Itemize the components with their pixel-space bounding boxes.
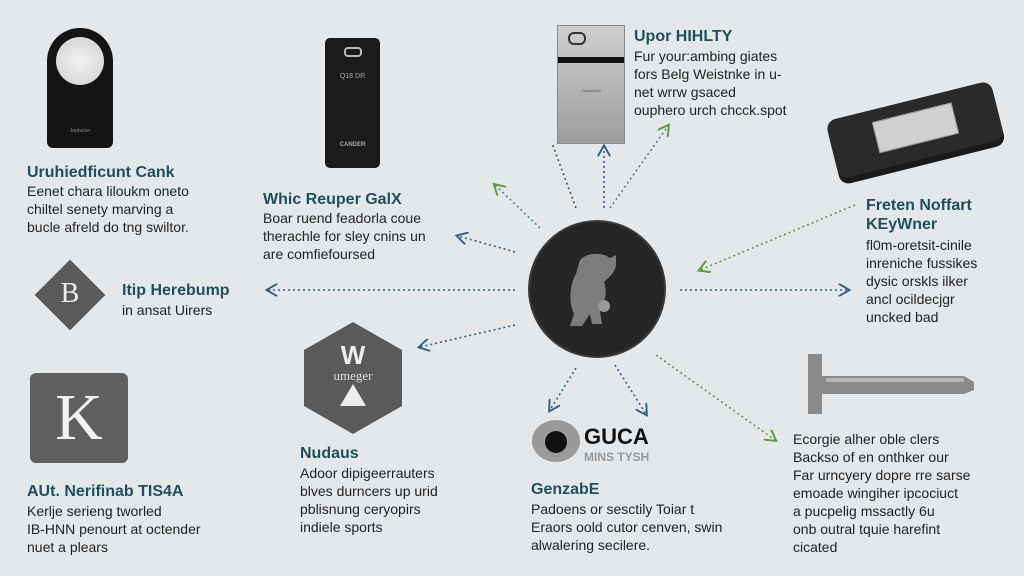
- device-label: Jephalon: [69, 128, 91, 134]
- item-title: Freten Noffart KEyWner: [866, 197, 972, 233]
- item-body: in ansat Uirers: [122, 302, 213, 318]
- card-slot: [558, 57, 624, 63]
- remote-lens: [56, 37, 104, 85]
- link-down-2: [614, 364, 646, 414]
- reader-button: [568, 32, 586, 45]
- usb-stick-icon: [808, 354, 974, 414]
- item-title: Nudaus: [300, 445, 359, 462]
- device-label: CANDER: [339, 142, 366, 148]
- diamond-glyph: B: [60, 278, 80, 309]
- link-down-green: [655, 354, 775, 440]
- logo-subtext: MINS TYSH: [584, 450, 650, 464]
- item-title: AUt. Nerifinab TIS4A: [27, 483, 184, 500]
- hexagon-w-badge-icon: [304, 322, 402, 434]
- item-title: Itip Herebump: [122, 282, 230, 299]
- link-nudaus: [420, 324, 516, 347]
- guca-logo-icon: [532, 420, 580, 462]
- hub-circle: [530, 222, 664, 356]
- card-reader-icon: Cardshield: [557, 25, 625, 144]
- item-title: Uruhiedficunt Cank: [27, 164, 175, 181]
- badge-letter: W: [340, 340, 366, 370]
- bear-silhouette-icon: [570, 253, 616, 326]
- link-up-1: [551, 142, 577, 209]
- link-up-3: [609, 126, 668, 209]
- link-down-1: [550, 367, 577, 410]
- device-code: Q18 DR: [339, 73, 366, 80]
- logo-text: GUCA: [584, 424, 649, 449]
- logo-core: [545, 431, 567, 453]
- link-top-left: [495, 185, 541, 229]
- badge-text: umeger: [333, 368, 373, 383]
- item-title: Whic Reuper GalX: [263, 191, 402, 208]
- item-title: GenzabE: [531, 481, 600, 498]
- letter-k-tile-icon: K: [30, 373, 128, 463]
- key-fob-icon: Q18 DR CANDER: [325, 38, 380, 168]
- link-whic: [458, 236, 516, 253]
- link-right-green: [700, 204, 856, 270]
- wallet-screen: [871, 102, 960, 154]
- item-title: Upor HIHLTY: [634, 28, 733, 45]
- keyring-slot: [343, 47, 362, 57]
- remote-device-icon: Jephalon: [47, 28, 113, 148]
- device-label: Cardshield: [581, 88, 601, 93]
